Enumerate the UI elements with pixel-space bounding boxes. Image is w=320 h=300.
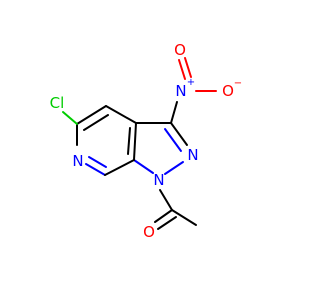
pyrazole-n2-label: N bbox=[187, 146, 198, 164]
bond-c3-n2-a bbox=[170, 122, 188, 146]
bond-n6-c7-a bbox=[85, 163, 106, 176]
bond-n6-c7-b bbox=[88, 156, 107, 168]
bond-c4-c5-a bbox=[76, 105, 107, 125]
nitro-o-top-label: O bbox=[174, 41, 186, 59]
carbonyl-o-label: O bbox=[143, 223, 155, 241]
chlorine-label: Cl bbox=[50, 94, 65, 112]
bond-c3a-c4 bbox=[105, 105, 137, 124]
nitro-o-right-label: O bbox=[222, 82, 234, 100]
bond-c7a-c3a bbox=[133, 122, 137, 161]
bond-c3-nitro-n bbox=[170, 101, 178, 124]
bond-carbonyl-c-methyl bbox=[171, 209, 197, 226]
nitro-n-charge: + bbox=[187, 77, 195, 88]
nitro-o-right-charge: − bbox=[234, 78, 242, 89]
bonds bbox=[62, 57, 217, 230]
bond-n2-n1 bbox=[164, 161, 184, 175]
bond-c7a-c3a-inner bbox=[127, 127, 131, 155]
molecule-structure: N + O O − Cl N N N O bbox=[50, 41, 243, 241]
bond-nitro-n-o-top-a bbox=[178, 59, 186, 80]
bond-n1-carbonyl-c bbox=[159, 189, 173, 211]
bond-carbonyl-c-o-a bbox=[154, 209, 173, 223]
pyridine-n-label: N bbox=[72, 152, 83, 170]
atom-labels: N + O O − Cl N N N O bbox=[50, 41, 243, 241]
bond-c4-c5-b bbox=[83, 114, 109, 131]
bond-nitro-n-o-top-b bbox=[184, 57, 192, 78]
bond-c5-cl bbox=[62, 111, 78, 125]
bond-n1-c7a bbox=[133, 159, 154, 174]
bond-c7-c7a bbox=[104, 159, 135, 176]
pyrazole-n1-label: N bbox=[153, 171, 164, 189]
bond-carbonyl-c-o-b bbox=[157, 216, 177, 230]
nitro-n-label: N bbox=[175, 82, 186, 100]
bond-c3-n2-b bbox=[164, 128, 182, 152]
